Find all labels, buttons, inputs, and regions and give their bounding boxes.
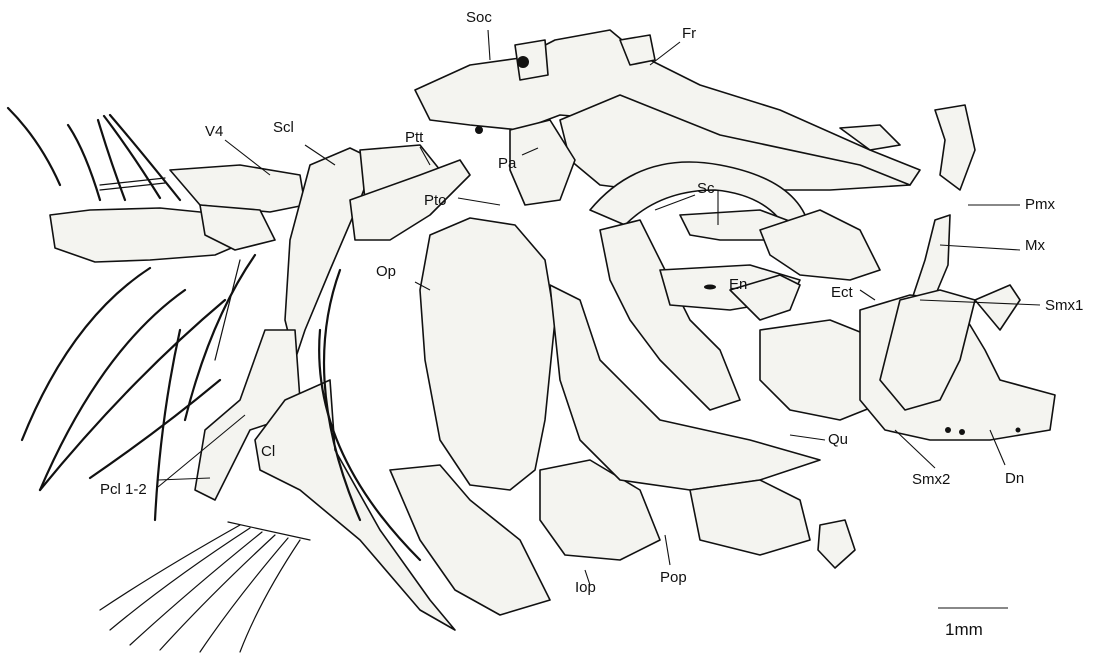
label-scl: Scl [273, 120, 294, 135]
label-soc: Soc [466, 10, 492, 25]
label-pcl: Pcl 1-2 [100, 482, 147, 497]
label-op: Op [376, 264, 396, 279]
neural-spines [8, 108, 180, 200]
label-pop: Pop [660, 570, 687, 585]
label-pmx: Pmx [1025, 197, 1055, 212]
scale-bar-label: 1mm [945, 621, 983, 638]
label-smx1: Smx1 [1045, 298, 1083, 313]
label-dn: Dn [1005, 471, 1024, 486]
label-ect: Ect [831, 285, 853, 300]
label-v4: V4 [205, 124, 223, 139]
label-sc: Sc [697, 181, 715, 196]
label-mx: Mx [1025, 238, 1045, 253]
label-cl: Cl [261, 444, 275, 459]
label-pa: Pa [498, 156, 516, 171]
label-fr: Fr [682, 26, 696, 41]
label-iop: Iop [575, 580, 596, 595]
label-pto: Pto [424, 193, 447, 208]
label-smx2: Smx2 [912, 472, 950, 487]
label-qu: Qu [828, 432, 848, 447]
label-ptt: Ptt [405, 130, 423, 145]
pectoral-fin [100, 522, 310, 652]
vertebral-column [50, 165, 305, 262]
label-en: En [729, 277, 747, 292]
